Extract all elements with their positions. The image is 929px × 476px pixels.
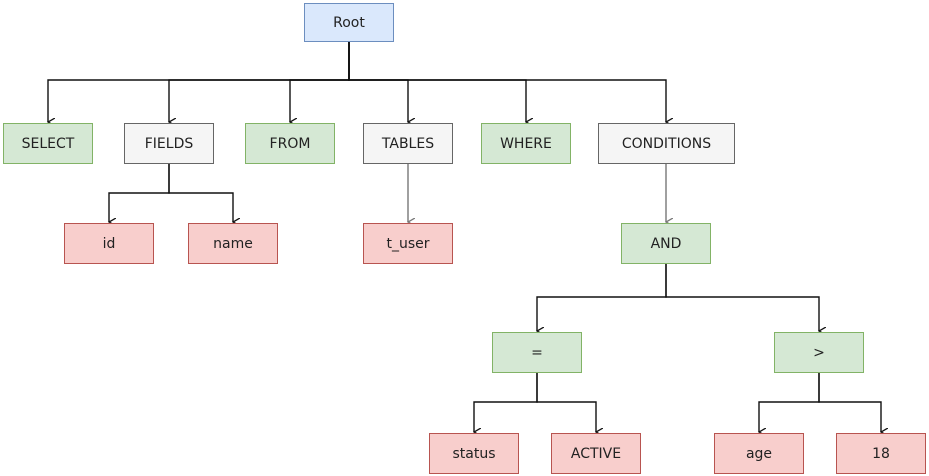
- node-t-user: t_user: [363, 223, 453, 264]
- edge-and-eq: [537, 264, 667, 331]
- node-name: name: [188, 223, 278, 264]
- node-id: id: [64, 223, 154, 264]
- node-conditions: CONDITIONS: [598, 123, 735, 164]
- edge-eq-status: [474, 373, 538, 432]
- edge-fields-id: [109, 164, 170, 222]
- edge-fields-name: [168, 164, 233, 222]
- node-equals: =: [492, 332, 582, 373]
- node-select: SELECT: [3, 123, 93, 164]
- edge-root-tables: [348, 42, 408, 122]
- node-18: 18: [836, 433, 926, 474]
- node-active: ACTIVE: [551, 433, 641, 474]
- node-fields: FIELDS: [124, 123, 214, 164]
- node-and: AND: [621, 223, 711, 264]
- node-tables: TABLES: [363, 123, 453, 164]
- edge-and-gt: [665, 264, 819, 331]
- node-greater-than: >: [774, 332, 864, 373]
- edge-root-where: [348, 42, 526, 122]
- node-from: FROM: [245, 123, 335, 164]
- edge-gt-age: [759, 373, 820, 432]
- node-status: status: [429, 433, 519, 474]
- edge-root-conditions: [348, 42, 666, 122]
- node-root: Root: [304, 3, 394, 42]
- edge-root-from: [290, 42, 350, 122]
- node-age: age: [714, 433, 804, 474]
- edge-gt-18: [818, 373, 881, 432]
- edge-root-fields: [169, 42, 350, 122]
- edge-root-select: [48, 42, 350, 122]
- node-where: WHERE: [481, 123, 571, 164]
- edge-eq-active: [536, 373, 596, 432]
